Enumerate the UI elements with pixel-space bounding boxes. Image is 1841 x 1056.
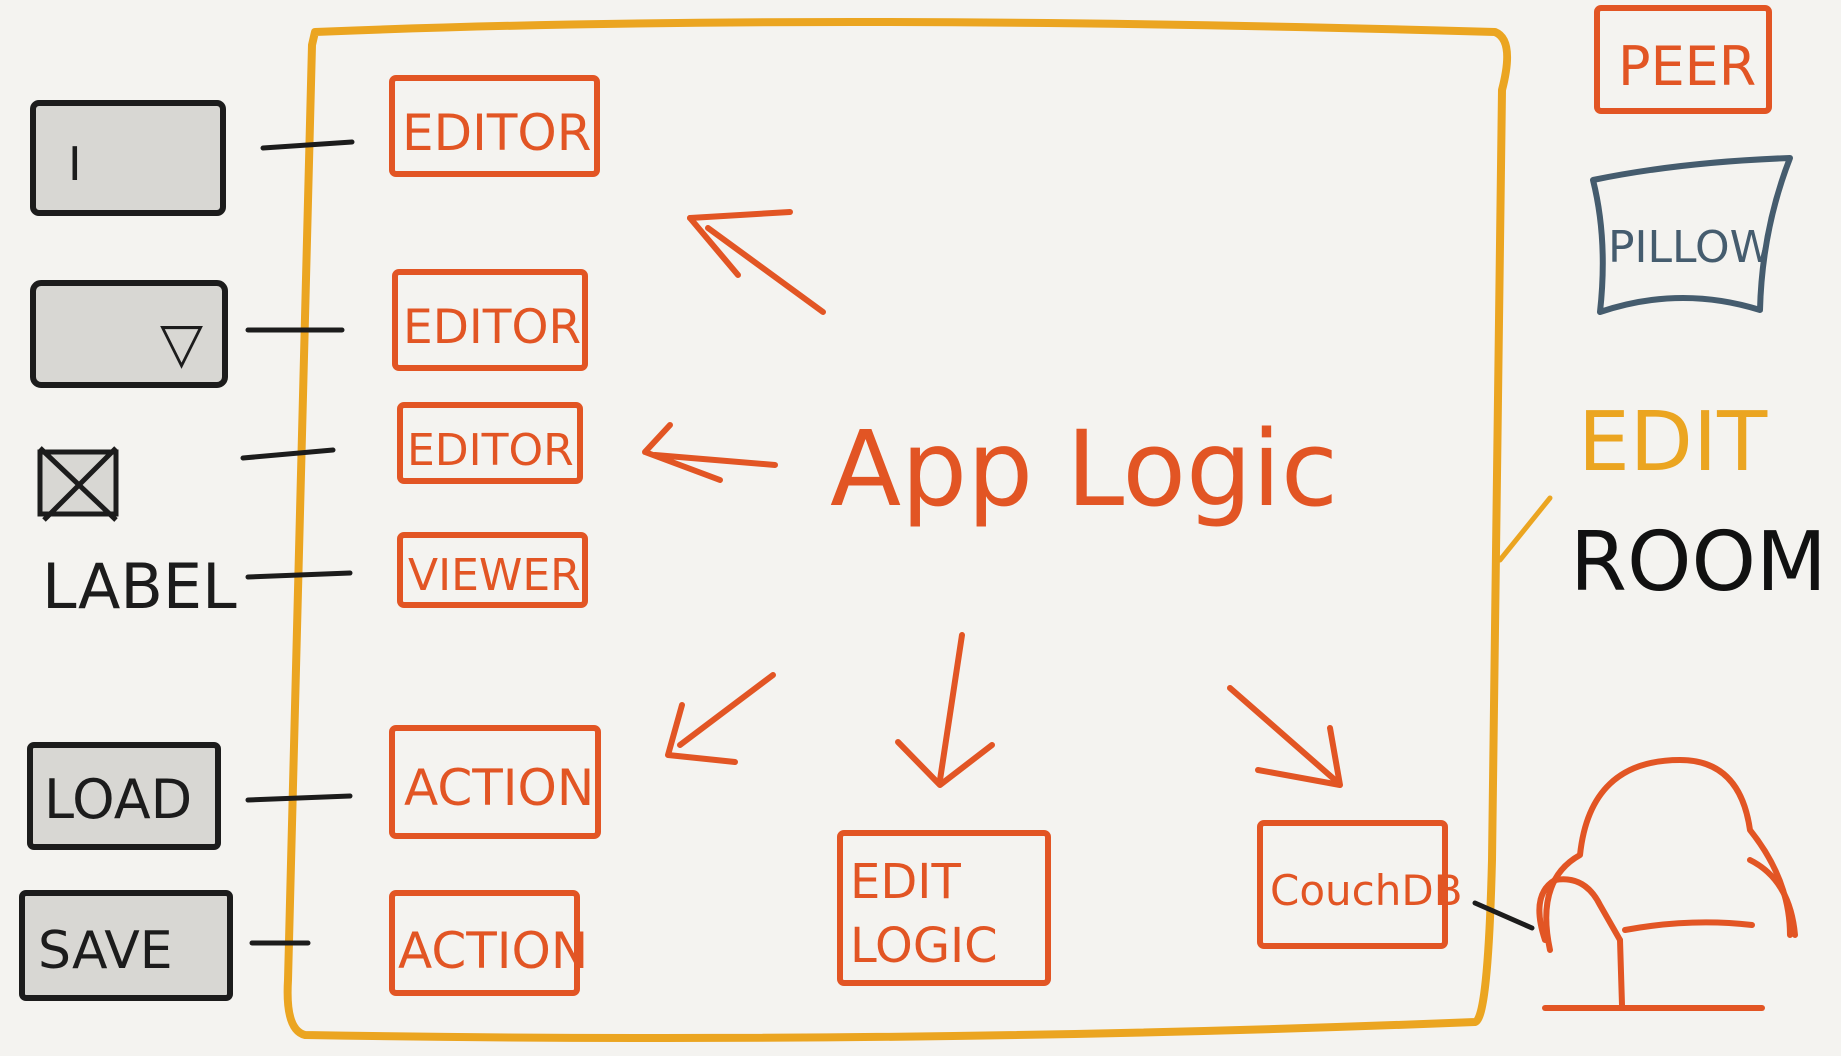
editor-box-2: EDITOR — [392, 269, 588, 371]
editor-label: EDITOR — [407, 425, 574, 476]
peer-label: PEER — [1618, 35, 1756, 98]
room-label: ROOM — [1570, 515, 1827, 610]
connector — [1497, 495, 1553, 563]
action-box-1: ACTION — [389, 725, 601, 839]
editor-label: EDITOR — [403, 300, 581, 355]
editor-box-3: EDITOR — [397, 402, 583, 484]
action-label: ACTION — [398, 922, 588, 980]
couch-icon — [1536, 757, 1798, 1011]
action-box-2: ACTION — [389, 890, 588, 996]
save-button-widget: SAVE — [19, 890, 233, 1001]
peer-box: PEER — [1594, 5, 1772, 114]
editor-box-1: EDITOR — [389, 75, 600, 177]
app-boundary — [283, 18, 1512, 1043]
arrow-icon — [665, 672, 776, 765]
connector — [245, 793, 353, 803]
edit-logic-label: EDIT — [850, 854, 961, 910]
save-label: SAVE — [38, 921, 173, 981]
viewer-label: VIEWER — [408, 550, 581, 601]
text-field-widget: I — [30, 100, 226, 216]
couchdb-box: CouchDB — [1257, 820, 1463, 949]
connector — [260, 139, 355, 151]
label-widget: LABEL — [42, 550, 237, 623]
load-button-widget: LOAD — [27, 742, 221, 850]
text-field-label: I — [68, 137, 82, 191]
pillow-icon: PILLOW — [1590, 155, 1793, 315]
dropdown-arrow-icon: ▽ — [160, 311, 203, 376]
arrow-icon — [687, 209, 826, 315]
edit-logic-label: LOGIC — [850, 918, 998, 974]
dropdown-widget: ▽ — [30, 280, 228, 388]
arrow-icon — [895, 632, 995, 788]
connector — [240, 447, 336, 461]
couchdb-label: CouchDB — [1270, 866, 1463, 915]
app-logic-title: App Logic — [830, 408, 1338, 530]
arrow-icon — [642, 422, 778, 483]
connector — [245, 570, 353, 580]
arrow-icon — [1227, 685, 1343, 788]
checkbox-widget — [37, 446, 119, 522]
editor-label: EDITOR — [402, 104, 591, 162]
edit-logic-box: EDIT LOGIC — [837, 830, 1051, 986]
viewer-box: VIEWER — [397, 532, 588, 608]
edit-label: EDIT — [1578, 395, 1768, 490]
connector — [1472, 900, 1535, 931]
load-label: LOAD — [44, 768, 192, 831]
pillow-label: PILLOW — [1608, 222, 1773, 273]
action-label: ACTION — [404, 759, 594, 817]
